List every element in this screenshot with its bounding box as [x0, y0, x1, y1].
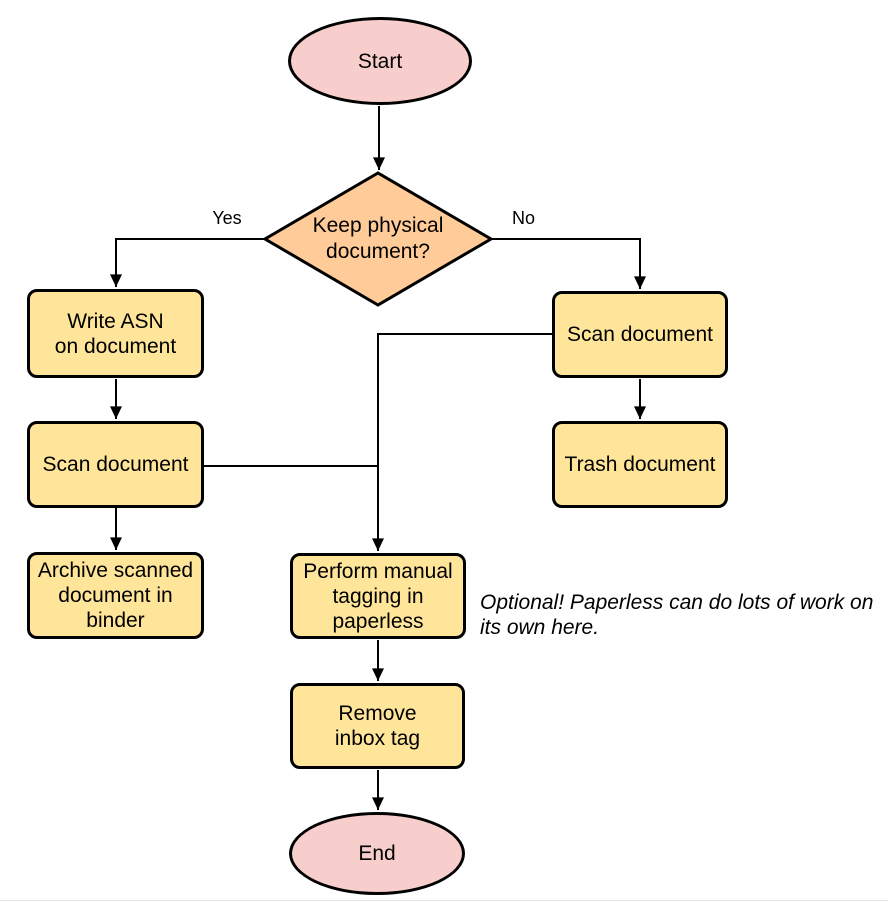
node-scan-document-left: Scan document [27, 421, 204, 508]
decision-label: Keep physical document? [312, 214, 444, 263]
node-end: End [289, 812, 465, 895]
node-trash-document: Trash document [552, 421, 728, 508]
edge-label-no: No [511, 208, 535, 228]
node-archive-scanned: Archive scanned document in binder [27, 552, 204, 639]
edge-label-yes: Yes [212, 208, 242, 228]
node-remove-inbox-tag: Remove inbox tag [290, 683, 465, 769]
edge-scan-right-to-tagging [372, 333, 552, 551]
bottom-divider [0, 900, 888, 901]
node-write-asn: Write ASN on document [27, 289, 204, 378]
node-scan-document-right: Scan document [552, 291, 728, 378]
decision-diamond [262, 171, 494, 307]
node-start: Start [288, 17, 472, 105]
edge-decision-to-write-asn [110, 238, 265, 287]
edge-decision-to-scan-right [491, 238, 646, 289]
node-manual-tagging: Perform manual tagging in paperless [290, 553, 466, 639]
optional-note: Optional! Paperless can do lots of work … [480, 591, 874, 639]
